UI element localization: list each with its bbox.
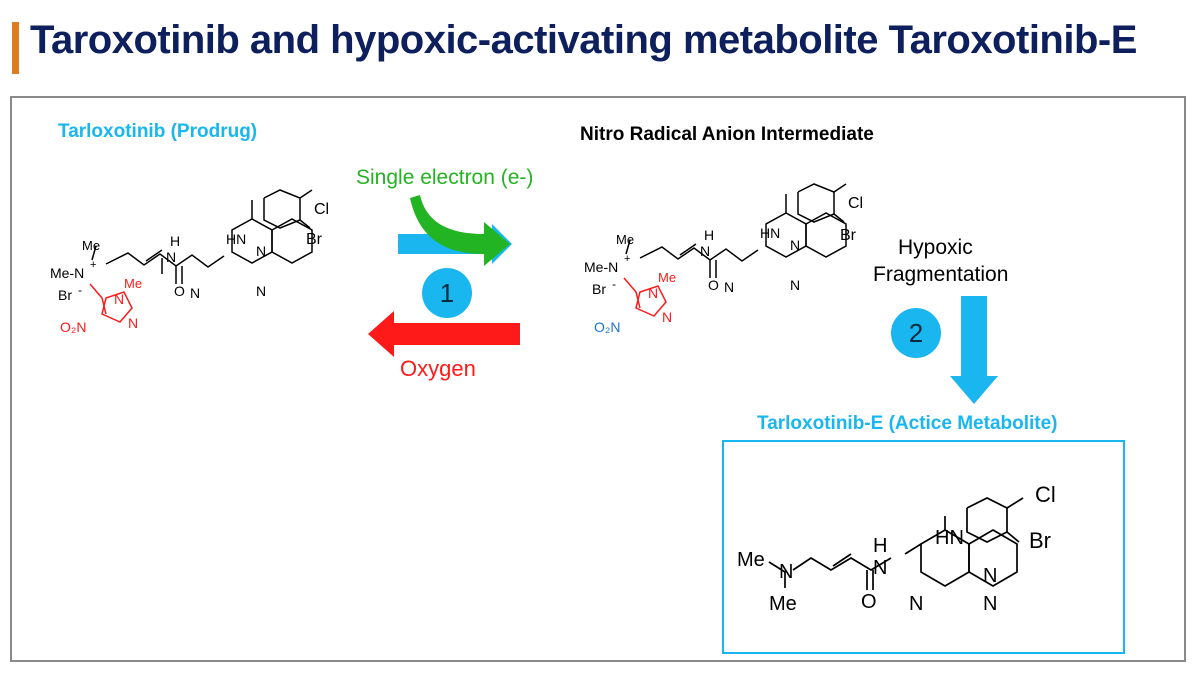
- step-2-badge: 2: [891, 308, 941, 358]
- amide-n-int: N: [700, 243, 710, 259]
- diagram-frame: [10, 96, 1186, 662]
- ring-n-int-3: N: [724, 279, 734, 295]
- me-n-atom-int: Me-N: [584, 259, 618, 275]
- chloro-atom: Cl: [314, 201, 329, 218]
- ring-n-met-2: N: [983, 593, 997, 615]
- ring-n-1: N: [256, 243, 266, 259]
- me-atom-imidazole: Me: [124, 276, 142, 291]
- bromo-atom: Br: [306, 231, 323, 248]
- carbonyl-o-int: O: [708, 277, 719, 293]
- hypoxic-label-line1: Hypoxic: [898, 236, 973, 259]
- intermediate-label: Nitro Radical Anion Intermediate: [580, 124, 874, 145]
- ring-n-3: N: [190, 285, 200, 301]
- dimethylamine-n: N: [779, 561, 793, 583]
- prodrug-label: Tarloxotinib (Prodrug): [58, 121, 258, 142]
- chloro-atom-met: Cl: [1035, 482, 1056, 507]
- me-atom-imidazole-int: Me: [658, 270, 676, 285]
- page-title: Taroxotinib and hypoxic-activating metab…: [30, 18, 1137, 62]
- hypoxic-down-arrow: [950, 296, 998, 404]
- nitro-group: O₂N: [60, 319, 86, 335]
- amide-h-int: H: [704, 227, 714, 243]
- me-atom-int-1: Me: [616, 232, 634, 247]
- carbonyl-o: O: [174, 283, 185, 299]
- amide-n-met: N: [873, 557, 887, 579]
- n-atom-imidazole-int-1: N: [648, 285, 658, 301]
- intermediate-structure: Me Me-N + Br - Me N N O₂N O H N HN Cl Br…: [584, 183, 863, 335]
- me-atom-met-2: Me: [769, 593, 797, 615]
- n-atom-imidazole-1: N: [114, 291, 124, 307]
- step-1-badge: 1: [422, 268, 472, 318]
- metabolite-structure: Me N Me O H N HN Cl Br N N N: [737, 482, 1056, 615]
- amide-n: N: [166, 249, 176, 265]
- amide-h-met: H: [873, 535, 887, 557]
- single-electron-label: Single electron (e-): [356, 166, 534, 189]
- anilino-hn-int: HN: [760, 225, 780, 241]
- n-atom-imidazole-2: N: [128, 315, 138, 331]
- anilino-hn: HN: [226, 231, 246, 247]
- plus-charge-int: +: [624, 253, 630, 265]
- ring-n-met-3: N: [909, 593, 923, 615]
- bromo-atom-met: Br: [1029, 528, 1051, 553]
- metabolite-label: Tarloxotinib-E (Actice Metabolite): [757, 413, 1058, 434]
- single-electron-green-arrow: [410, 195, 510, 266]
- ring-n-int-2: N: [790, 277, 800, 293]
- me-n-atom: Me-N: [50, 265, 84, 281]
- metabolite-box: [722, 440, 1125, 654]
- tarloxotinib-structure: Me Me-N + Br - Me N N O₂N O H N HN Cl Br…: [50, 189, 329, 335]
- nitro-group-int: O₂N: [594, 319, 620, 335]
- title-accent-bar: [12, 22, 19, 74]
- bromo-atom-int: Br: [840, 227, 857, 244]
- plus-charge: +: [90, 259, 96, 271]
- me-atom-1: Me: [82, 238, 100, 253]
- amide-h: H: [170, 233, 180, 249]
- chloro-atom-int: Cl: [848, 195, 863, 212]
- bromide-counterion: Br: [58, 287, 72, 303]
- anilino-hn-met: HN: [935, 527, 964, 549]
- ring-n-int-1: N: [790, 237, 800, 253]
- n-atom-imidazole-int-2: N: [662, 309, 672, 325]
- bromide-counterion-int: Br: [592, 281, 606, 297]
- reverse-oxygen-arrow: [368, 311, 520, 357]
- oxygen-label: Oxygen: [400, 356, 476, 381]
- carbonyl-o-met: O: [861, 591, 877, 613]
- hypoxic-label-line2: Fragmentation: [873, 263, 1009, 286]
- minus-charge-int: -: [612, 277, 616, 291]
- minus-charge: -: [78, 283, 82, 297]
- ring-n-2: N: [256, 283, 266, 299]
- ring-n-met-1: N: [983, 565, 997, 587]
- me-atom-met-1: Me: [737, 549, 765, 571]
